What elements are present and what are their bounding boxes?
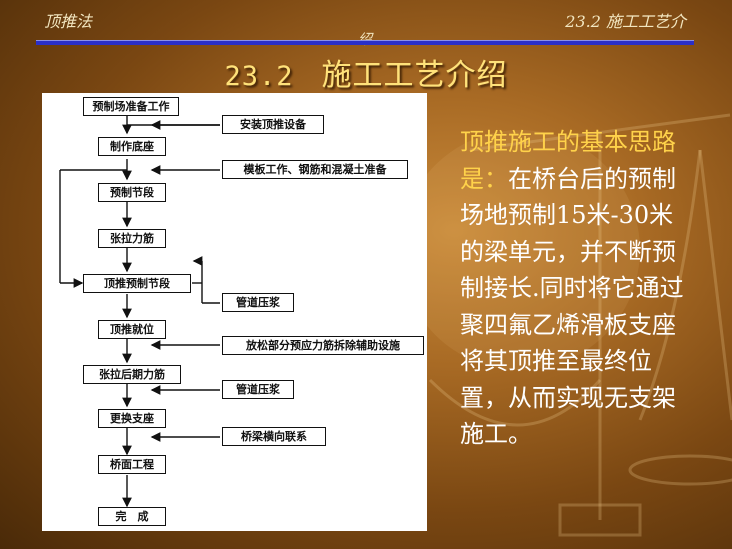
flow-step-prep-yard: 预制场准备工作 <box>83 97 179 116</box>
description-text: 顶推施工的基本思路是：在桥台后的预制场地预制15米-30米的梁单元，并不断预制接… <box>460 124 686 453</box>
header-section-label: 23.2 施工工艺介 <box>565 12 686 31</box>
header-section-label-wrap: 绍 <box>358 29 372 49</box>
header-rule <box>36 40 694 45</box>
flow-step-jack-in-place: 顶推就位 <box>98 320 166 339</box>
description-body: 在桥台后的预制场地预制15米-30米的梁单元，并不断预制接长.同时将它通过聚四氟… <box>460 164 684 449</box>
flow-step-tension-tendons: 张拉力筋 <box>98 229 166 248</box>
flow-step-make-base: 制作底座 <box>98 137 166 156</box>
flow-step-replace-bearing: 更换支座 <box>98 409 166 428</box>
flow-step-deck-works: 桥面工程 <box>98 455 166 474</box>
flow-step-precast-segment: 预制节段 <box>98 183 166 202</box>
flow-side-formwork: 模板工作、钢筋和混凝土准备 <box>222 160 408 179</box>
construction-flowchart: 预制场准备工作 安装顶推设备 制作底座 模板工作、钢筋和混凝土准备 预制节段 张… <box>42 93 427 531</box>
flow-step-complete: 完 成 <box>98 507 166 526</box>
flow-side-release-prestress: 放松部分预应力筋拆除辅助设施 <box>222 336 424 355</box>
flow-step-jack-segment: 顶推预制节段 <box>83 274 191 293</box>
flow-step-tension-later: 张拉后期力筋 <box>83 365 181 384</box>
flow-side-grouting-1: 管道压浆 <box>222 293 294 312</box>
description-highlight: 顶推施工的基本思路是 <box>460 128 676 193</box>
flowchart-connectors <box>59 113 220 508</box>
header-chapter-label: 顶推法 <box>44 12 93 31</box>
flow-side-grouting-2: 管道压浆 <box>222 380 294 399</box>
flow-side-lateral-link: 桥梁横向联系 <box>222 427 326 446</box>
flow-side-install-jacking: 安装顶推设备 <box>222 115 324 134</box>
description-colon: ： <box>484 164 508 193</box>
slide-title-number: 23.2 <box>224 61 294 92</box>
slide-title: 23.2 施工工艺介绍 <box>0 50 732 94</box>
slide-title-text: 施工工艺介绍 <box>321 58 508 93</box>
